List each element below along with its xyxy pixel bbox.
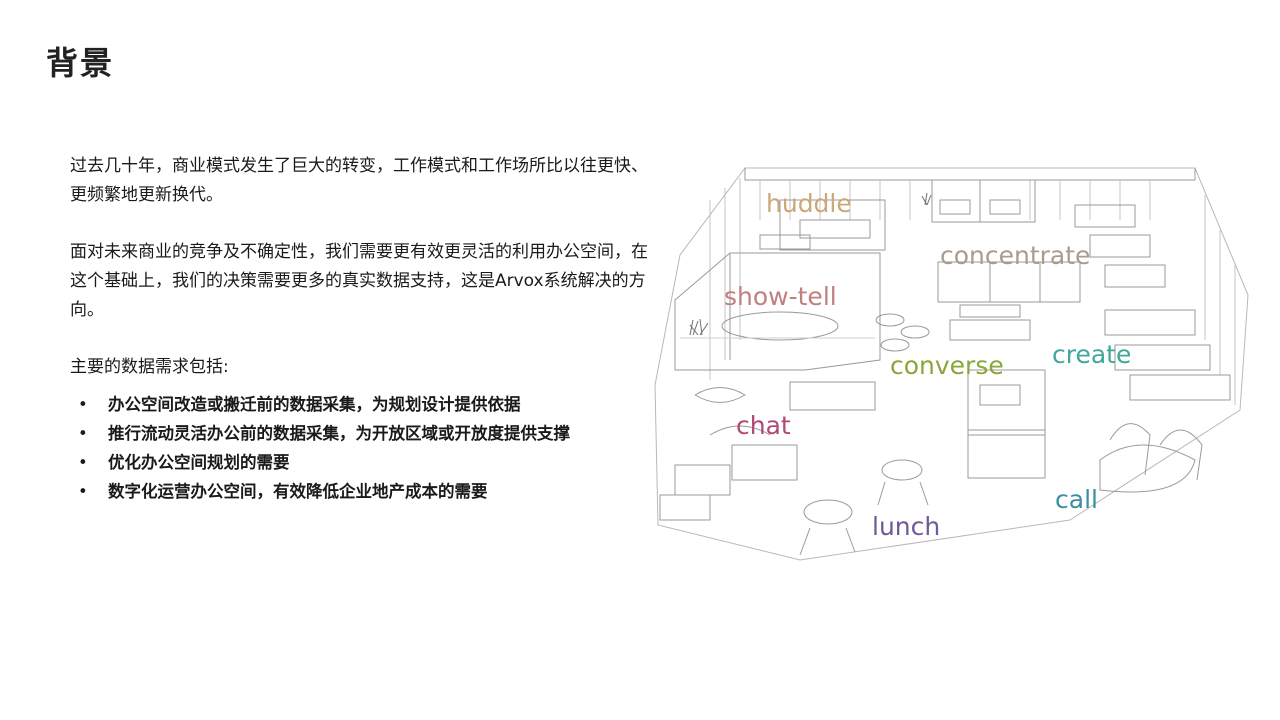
list-item: • 优化办公空间规划的需要 [70, 448, 655, 477]
slide-title: 背景 [46, 44, 115, 82]
list-item-text: 优化办公空间规划的需要 [108, 453, 290, 472]
list-item-text: 推行流动灵活办公前的数据采集，为开放区域或开放度提供支撑 [108, 424, 570, 443]
bullet-marker: • [78, 453, 88, 472]
label-huddle: huddle [766, 189, 852, 218]
list-item: • 数字化运营办公空间，有效降低企业地产成本的需要 [70, 477, 655, 506]
list-item: • 推行流动灵活办公前的数据采集，为开放区域或开放度提供支撑 [70, 419, 655, 448]
label-converse: converse [890, 351, 1004, 380]
list-item-text: 办公空间改造或搬迁前的数据采集，为规划设计提供依据 [108, 395, 521, 414]
list-item: • 办公空间改造或搬迁前的数据采集，为规划设计提供依据 [70, 390, 655, 419]
paragraph-2: 面对未来商业的竞争及不确定性，我们需要更有效更灵活的利用办公空间，在这个基础上，… [70, 242, 648, 320]
label-chat: chat [736, 411, 791, 440]
label-concentrate: concentrate [940, 241, 1090, 270]
list-item-text: 数字化运营办公空间，有效降低企业地产成本的需要 [108, 482, 488, 501]
text-content: 过去几十年，商业模式发生了巨大的转变，工作模式和工作场所比以往更快、更频繁地更新… [70, 152, 655, 506]
label-lunch: lunch [872, 512, 940, 541]
floorplan-linework [654, 167, 1249, 561]
label-create: create [1052, 340, 1131, 369]
label-show-tell: show-tell [724, 282, 837, 311]
label-call: call [1055, 485, 1098, 514]
office-floorplan-illustration: huddle concentrate show-tell converse cr… [654, 167, 1249, 561]
paragraph-1: 过去几十年，商业模式发生了巨大的转变，工作模式和工作场所比以往更快、更频繁地更新… [70, 156, 648, 205]
bullet-marker: • [78, 424, 88, 443]
bullet-marker: • [78, 482, 88, 501]
bullet-marker: • [78, 395, 88, 414]
plant-icon [689, 192, 932, 336]
requirements-intro: 主要的数据需求包括: [70, 357, 229, 377]
requirements-list: • 办公空间改造或搬迁前的数据采集，为规划设计提供依据 • 推行流动灵活办公前的数据… [70, 390, 655, 506]
